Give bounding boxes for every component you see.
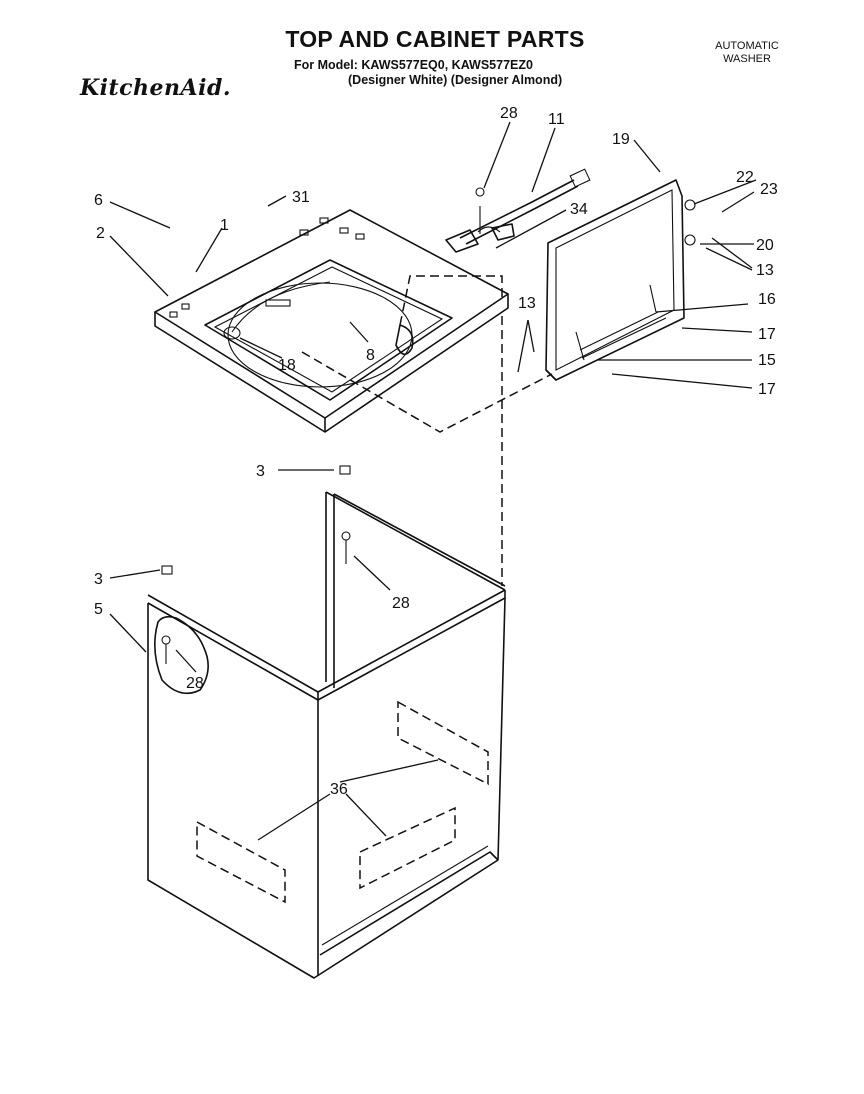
callout-22: 22 — [736, 169, 754, 186]
callout-13-left: 13 — [518, 295, 536, 312]
callout-labels: 28 11 19 6 31 1 2 34 22 23 20 13 16 13 1… — [94, 105, 778, 798]
hidden-lines — [196, 275, 553, 904]
callout-19: 19 — [612, 131, 630, 148]
brand-logo: KitchenAid. — [80, 75, 231, 101]
callout-28-mid: 28 — [392, 595, 410, 612]
callout-34: 34 — [570, 201, 588, 218]
washer-lid — [545, 179, 696, 381]
callout-18: 18 — [278, 357, 296, 374]
callout-2: 2 — [96, 225, 105, 242]
product-type-line2: WASHER — [723, 53, 771, 65]
callout-5: 5 — [94, 601, 103, 618]
callout-15: 15 — [758, 352, 776, 369]
washer-cabinet — [147, 465, 506, 979]
callout-8: 8 — [366, 347, 375, 364]
callout-11: 11 — [548, 111, 565, 128]
leader-lines — [109, 121, 757, 841]
callout-17-lower: 17 — [758, 381, 776, 398]
callout-28-top: 28 — [500, 105, 518, 122]
model-numbers: For Model: KAWS577EQ0, KAWS577EZ0 — [294, 58, 533, 72]
model-colors: (Designer White) (Designer Almond) — [348, 73, 563, 87]
product-type: AUTOMATIC WASHER — [700, 40, 794, 66]
page-title: TOP AND CABINET PARTS — [285, 26, 585, 52]
lid-switch-harness — [445, 168, 591, 253]
callout-23: 23 — [760, 181, 778, 198]
callout-1: 1 — [220, 217, 229, 234]
callout-28-left: 28 — [186, 675, 204, 692]
callout-16: 16 — [758, 291, 776, 308]
callout-20: 20 — [756, 237, 774, 254]
callout-13-right: 13 — [756, 262, 774, 279]
callout-3-left: 3 — [94, 571, 103, 588]
product-type-line1: AUTOMATIC — [715, 40, 779, 52]
callout-36: 36 — [330, 781, 348, 798]
callout-6: 6 — [94, 192, 103, 209]
callout-17-upper: 17 — [758, 326, 776, 343]
callout-31: 31 — [292, 189, 310, 206]
callout-3-mid: 3 — [256, 463, 265, 480]
washer-top-panel — [154, 209, 509, 433]
